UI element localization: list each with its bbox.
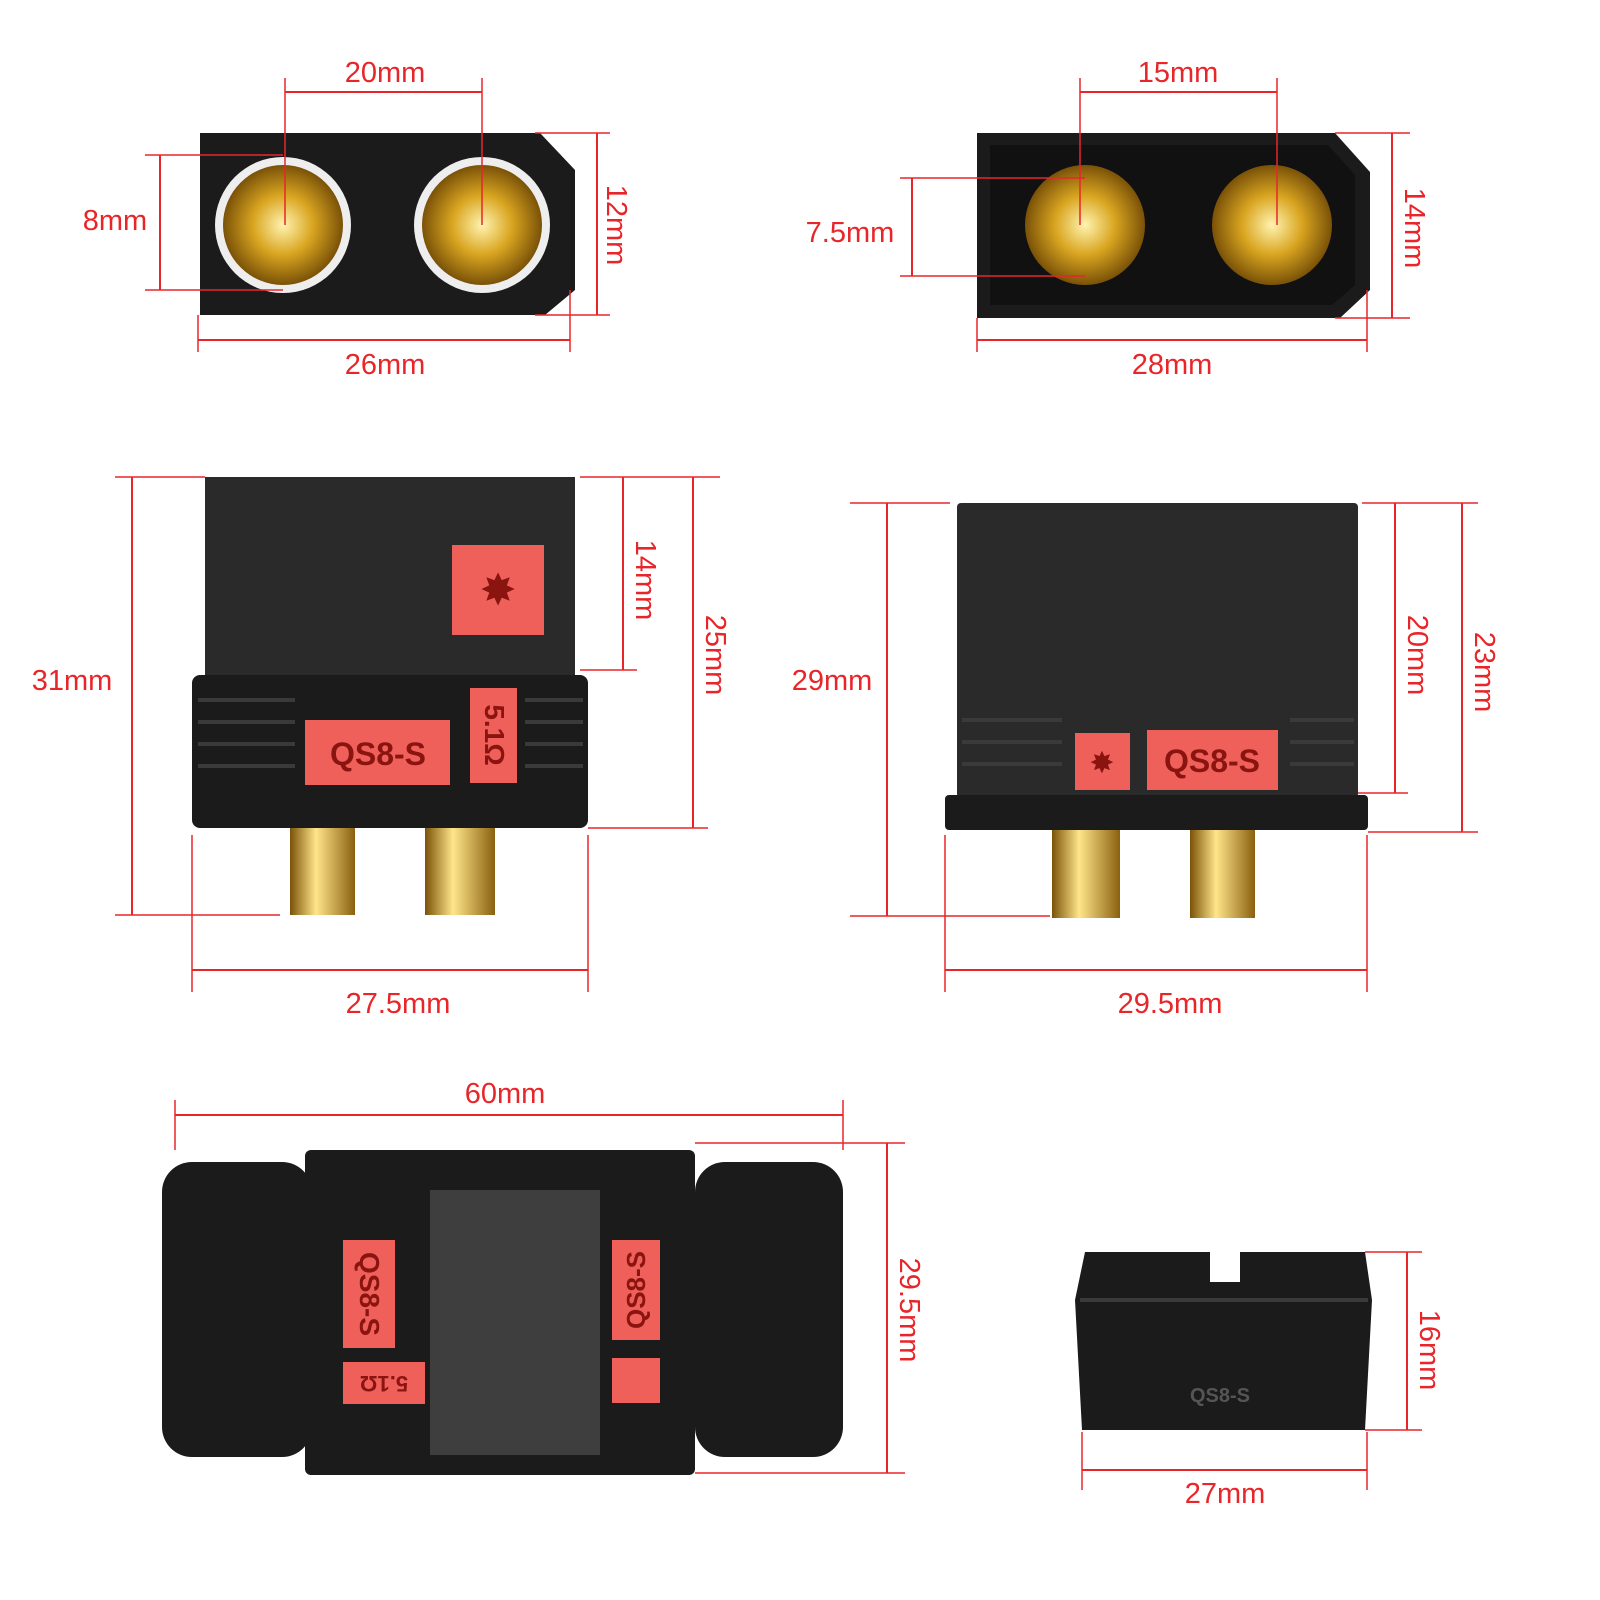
spark-warning-patch xyxy=(1075,733,1130,790)
solder-cup xyxy=(290,825,355,915)
resistor-label: 5.1Ω xyxy=(479,704,510,765)
total-height-label: 31mm xyxy=(32,665,113,697)
spark-icon: ✸ xyxy=(480,566,517,615)
width-label: 28mm xyxy=(1132,349,1213,381)
spark-warning-patch xyxy=(612,1358,660,1403)
model-label: QS8-S xyxy=(354,1252,385,1336)
hole-height-label: 8mm xyxy=(83,205,147,237)
height-label: 14mm xyxy=(1398,188,1430,269)
mated-connector-view: QS8-S 5.1Ω QS8-S 60mm 29.5mm xyxy=(162,1078,925,1475)
body-height-label: 23mm xyxy=(1468,632,1500,713)
solder-cup xyxy=(1190,828,1255,918)
male-side-view: ✸ QS8-S 29mm 20mm 23mm 29.5mm xyxy=(792,502,1500,1020)
model-patch xyxy=(612,1240,660,1340)
total-height-label: 29mm xyxy=(792,665,873,697)
width-label: 29.5mm xyxy=(1118,988,1223,1020)
width-label: 26mm xyxy=(345,349,426,381)
spark-warning-patch xyxy=(452,545,544,635)
right-cable-boot xyxy=(695,1162,843,1457)
center-panel xyxy=(430,1190,600,1455)
solder-cup xyxy=(1052,828,1120,918)
female-front-view: 20mm 8mm 12mm 26mm xyxy=(83,57,632,381)
pin-contact xyxy=(1025,165,1145,285)
height-label: 12mm xyxy=(600,185,632,266)
socket-contact xyxy=(223,165,343,285)
left-cable-boot xyxy=(162,1162,312,1457)
model-label: QS8-S xyxy=(621,1251,651,1329)
height-label: 29.5mm xyxy=(893,1258,925,1363)
cap-model-label: QS8-S xyxy=(1190,1385,1250,1407)
model-label: QS8-S xyxy=(1164,743,1260,779)
body-height-label: 25mm xyxy=(699,615,731,696)
model-patch xyxy=(1147,730,1278,790)
pitch-label: 20mm xyxy=(345,57,426,89)
length-label: 60mm xyxy=(465,1078,546,1110)
male-base xyxy=(945,795,1368,830)
spark-icon: ✸ xyxy=(1089,747,1114,780)
resistor-patch xyxy=(470,688,517,783)
model-patch xyxy=(305,720,450,785)
width-label: 27mm xyxy=(1185,1478,1266,1510)
female-side-view: ✸ QS8-S 5.1Ω 31mm 14mm 25mm 27.5mm xyxy=(32,476,731,1020)
resistor-patch xyxy=(343,1362,425,1404)
dust-cap-view: QS8-S 16mm 27mm xyxy=(1075,1251,1445,1510)
height-label: 16mm xyxy=(1413,1310,1445,1391)
solder-cup xyxy=(425,825,495,915)
model-patch xyxy=(343,1240,395,1348)
model-label: QS8-S xyxy=(330,736,426,772)
pin-height-label: 7.5mm xyxy=(806,217,895,249)
resistor-label: 5.1Ω xyxy=(360,1371,408,1396)
cap-housing xyxy=(1075,1252,1372,1430)
upper-height-label: 20mm xyxy=(1401,615,1433,696)
male-front-view: 15mm 7.5mm 14mm 28mm xyxy=(806,57,1430,381)
upper-height-label: 14mm xyxy=(629,540,661,621)
width-label: 27.5mm xyxy=(346,988,451,1020)
pin-contact xyxy=(1212,165,1332,285)
pitch-label: 15mm xyxy=(1138,57,1219,89)
male-housing xyxy=(957,503,1358,798)
